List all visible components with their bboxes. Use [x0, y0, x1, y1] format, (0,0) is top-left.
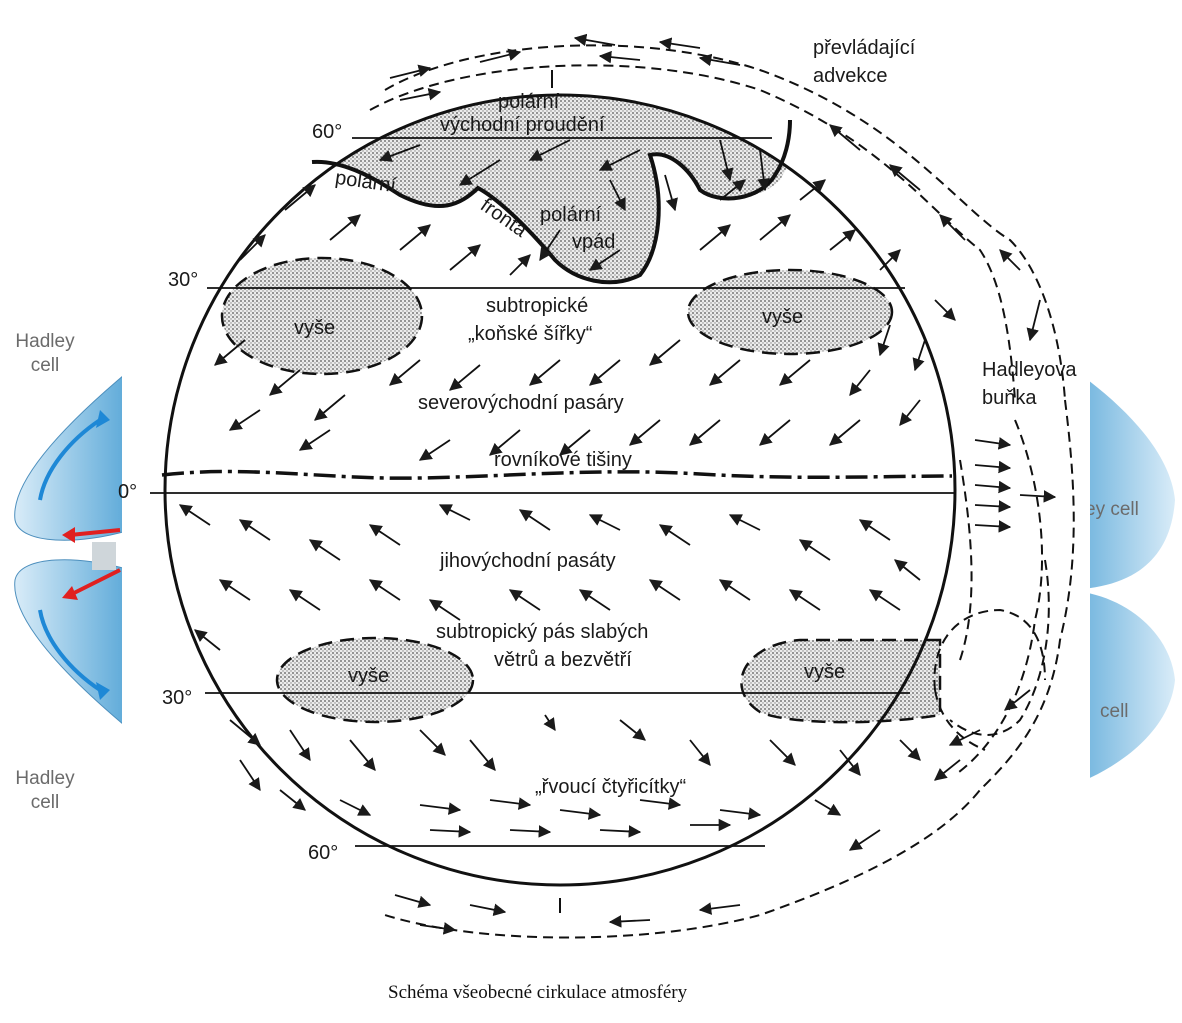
high-ne: [686, 268, 894, 356]
advection-label-1: převládající: [813, 37, 916, 59]
high-ne-label: vyše: [762, 306, 804, 328]
globe-outline: [163, 93, 957, 887]
subtropical-calms-label-1: subtropický pás slabých: [436, 621, 649, 643]
high-nw: [220, 256, 424, 376]
hadley-cell-label-1: Hadleyova: [982, 359, 1077, 381]
high-nw-label: vyše: [294, 317, 336, 339]
left-bottom-hadley-label: Hadley cell: [8, 767, 82, 815]
subtropical-calms-label-2: větrů a bezvětří: [494, 649, 632, 671]
figure-caption: Schéma všeobecné cirkulace atmosféry: [388, 982, 688, 1003]
outer-circulation-dashes: [369, 44, 1075, 939]
lat-60s-label: 60°: [308, 842, 339, 864]
wind-arrows: [178, 33, 1057, 935]
ne-trades-label: severovýchodní pasáry: [418, 392, 624, 414]
high-se-label: vyše: [804, 661, 846, 683]
polar-outbreak-label-1: polární: [540, 204, 602, 226]
left-hadley-fragment: [14, 369, 130, 731]
left-top-hadley-label: Hadley cell: [8, 330, 82, 378]
lat-0-label: 0°: [118, 481, 138, 503]
high-sw-label: vyše: [348, 665, 390, 687]
right-lower-cell-label: cell: [1100, 701, 1129, 722]
polar-easterlies-label-2: východní proudění: [440, 114, 605, 136]
horse-latitudes-label-1: subtropické: [486, 295, 589, 317]
left-top-hadley-line2: cell: [30, 354, 60, 376]
left-bottom-hadley-line2: cell: [30, 791, 60, 813]
doldrums-label: rovníkové tišiny: [494, 449, 632, 471]
high-sw: [275, 636, 475, 724]
horse-latitudes-label-2: „koňské šířky“: [468, 323, 593, 345]
polar-easterlies-label-1: polární: [498, 91, 560, 113]
lat-30n-label: 30°: [168, 269, 199, 291]
se-trades-label: jihovýchodní pasáty: [440, 550, 616, 572]
itcz-line: [161, 469, 953, 480]
polar-front-line: [311, 119, 792, 285]
right-upper-cell-label: ey cell: [1085, 499, 1139, 520]
high-se: [740, 638, 942, 724]
lat-60n-label: 60°: [312, 121, 343, 143]
roaring-forties-label: „řvoucí čtyřicítky“: [535, 776, 687, 798]
advection-label-2: advekce: [813, 65, 888, 87]
hadley-cell-label-2: buňka: [982, 387, 1037, 409]
left-top-hadley-line1: Hadley: [15, 331, 75, 352]
polar-outbreak-label-2: vpád: [572, 231, 616, 253]
left-bottom-hadley-line1: Hadley: [15, 768, 75, 789]
lat-30s-label: 30°: [162, 687, 193, 709]
